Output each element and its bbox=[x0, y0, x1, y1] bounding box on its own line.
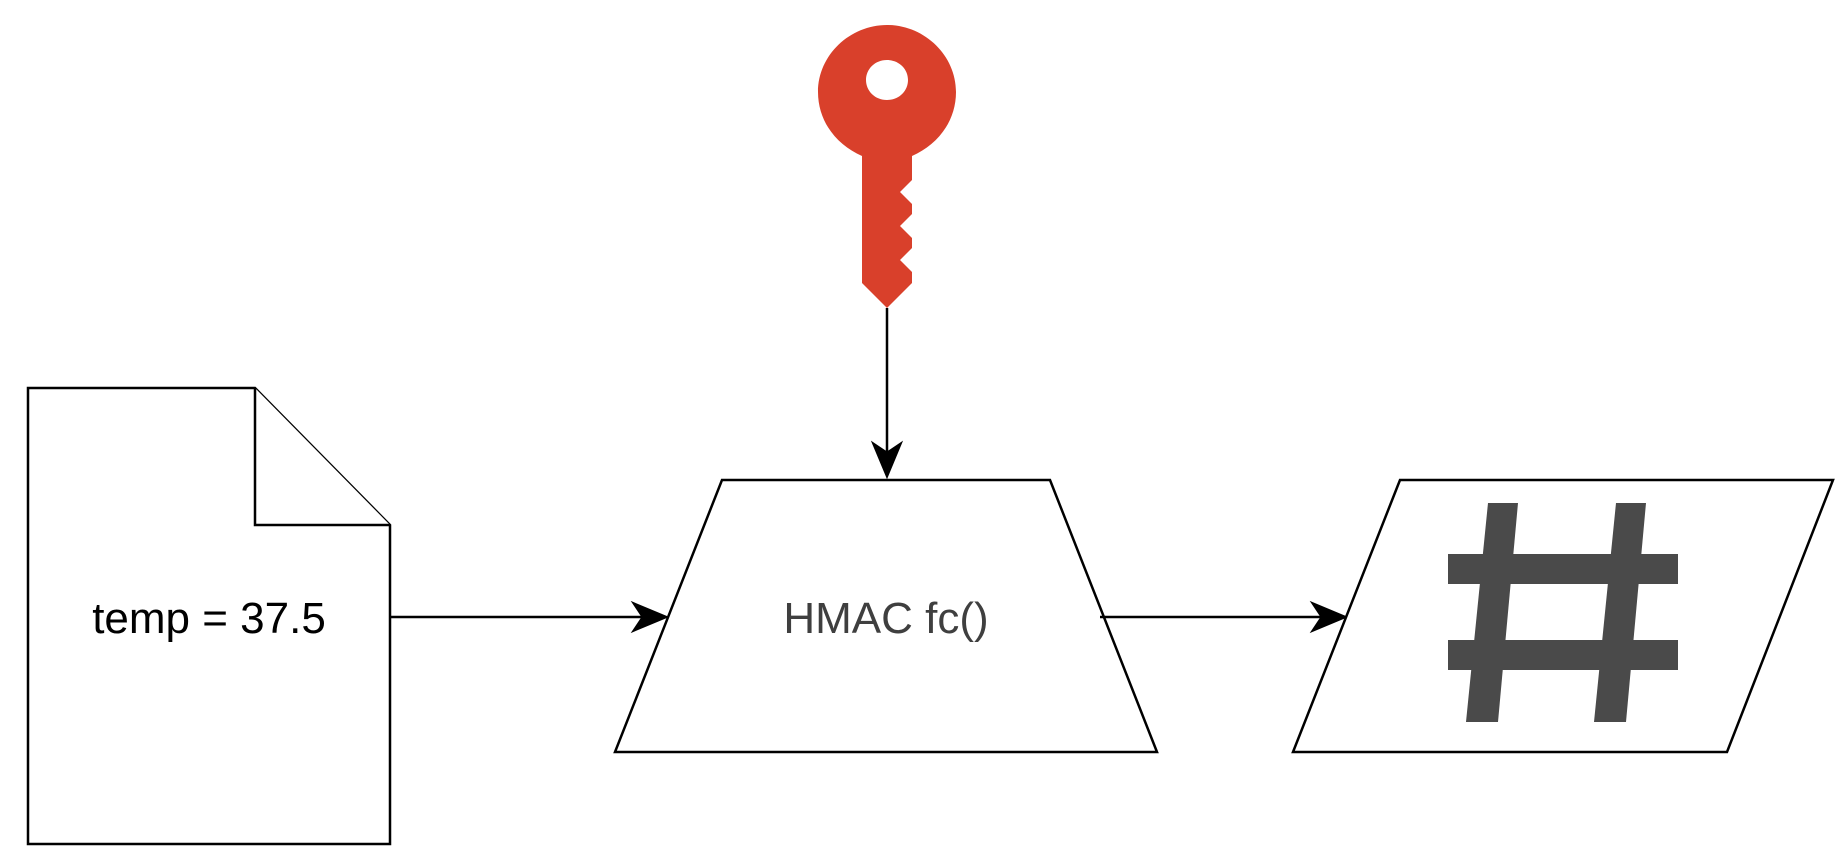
hash-parallelogram bbox=[1291, 478, 1835, 754]
input-document-label: temp = 37.5 bbox=[92, 594, 326, 643]
edge-hmac-arrowhead bbox=[1309, 600, 1349, 634]
hmac-trapezoid bbox=[613, 478, 1159, 754]
edge-document-to-hmac bbox=[390, 600, 670, 634]
hmac-function-label: HMAC fc() bbox=[783, 594, 988, 643]
edge-document-arrowhead bbox=[630, 600, 670, 634]
output-hash-node bbox=[1291, 478, 1835, 754]
document-folded-corner bbox=[253, 388, 390, 527]
edge-key-to-hmac bbox=[870, 308, 904, 480]
input-document-node: temp = 37.5 bbox=[26, 386, 392, 846]
hmac-function-node: HMAC fc() bbox=[613, 478, 1159, 754]
key-icon bbox=[818, 25, 956, 308]
key-shape bbox=[818, 25, 956, 308]
edge-hmac-to-hash bbox=[1100, 600, 1349, 634]
hash-icon bbox=[1448, 503, 1678, 722]
edge-key-arrowhead bbox=[870, 440, 904, 480]
